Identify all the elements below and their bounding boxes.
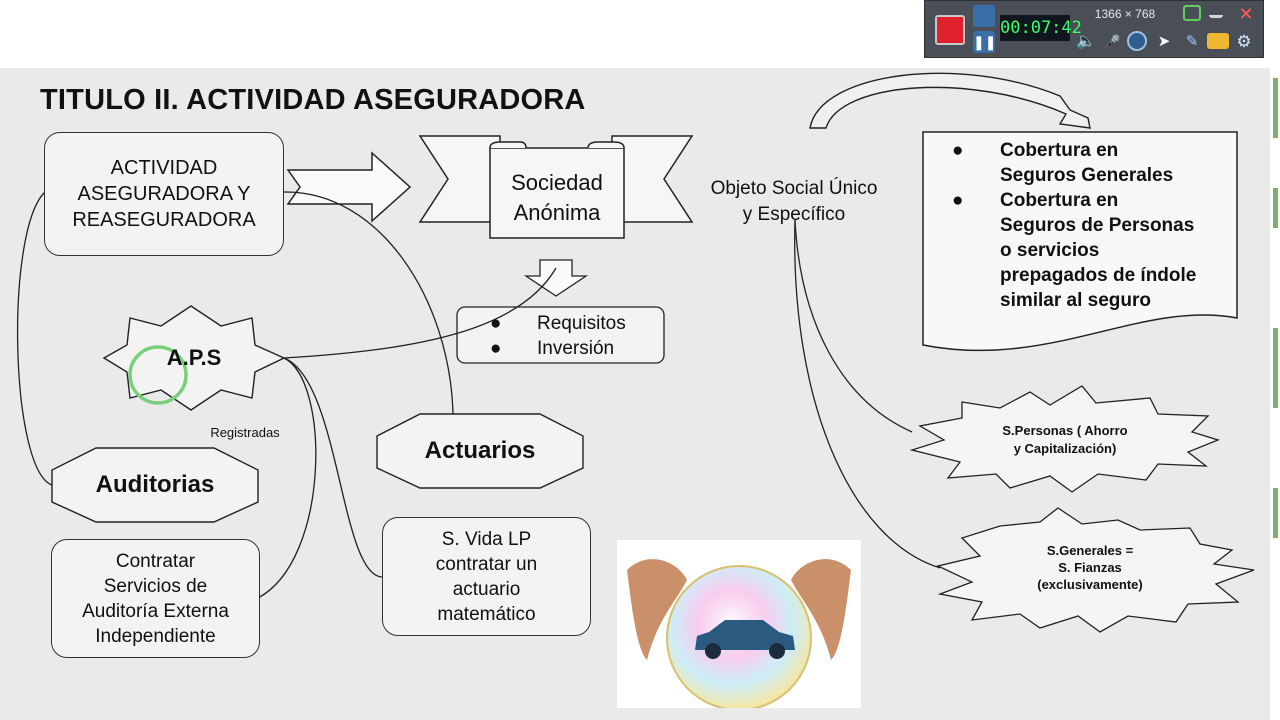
requisitos-box bbox=[456, 306, 665, 364]
spersonas-label: S.Personas ( Ahorro y Capitalización) bbox=[1002, 423, 1128, 456]
car-bubble-illustration bbox=[627, 559, 851, 708]
contratar-box: Contratar Servicios de Auditoría Externa… bbox=[51, 539, 260, 658]
arrow-down-to-requisitos bbox=[523, 259, 589, 297]
resolution-label: 1366 × 768 bbox=[1094, 7, 1156, 21]
requisitos-item: ●Inversión bbox=[490, 338, 615, 359]
requisitos-list: ●Requisitos ●Inversión bbox=[490, 311, 626, 361]
webcam-icon[interactable] bbox=[1127, 31, 1147, 51]
aps-label: A.P.S bbox=[166, 345, 222, 370]
actuarios-label: Actuarios bbox=[424, 437, 536, 464]
arrow-actividad-to-sociedad bbox=[286, 151, 412, 223]
insurance-bubble-image bbox=[617, 540, 861, 708]
curved-arrow-to-cobertura bbox=[809, 72, 1091, 129]
auditorias-shape bbox=[51, 447, 259, 523]
record-stop-icon[interactable] bbox=[935, 15, 965, 45]
cobertura-box-shape bbox=[922, 131, 1238, 352]
cobertura-list: ●Cobertura en Seguros Generales ●Cobertu… bbox=[952, 138, 1196, 313]
folder-icon[interactable] bbox=[1207, 33, 1229, 49]
svida-box: S. Vida LP contratar un actuario matemát… bbox=[382, 517, 591, 636]
cursor-icon[interactable]: ➤ bbox=[1157, 33, 1171, 50]
actividad-text: ACTIVIDAD ASEGURADORA Y REASEGURADORA bbox=[72, 157, 256, 231]
recorder-toolbar: ❚❚ 00:07:42 1366 × 768 ✕ 🔈 🎤 ➤ ✎ ⚙ bbox=[924, 0, 1264, 58]
close-icon[interactable]: ✕ bbox=[1238, 4, 1254, 24]
slide-title: TITULO II. ACTIVIDAD ASEGURADORA bbox=[40, 84, 586, 116]
camera-icon[interactable] bbox=[973, 5, 995, 27]
aps-star bbox=[102, 305, 286, 411]
auditorias-label: Auditorias bbox=[95, 471, 215, 498]
actividad-box: ACTIVIDAD ASEGURADORA Y REASEGURADORA bbox=[44, 132, 284, 256]
sgenerales-label: S.Generales = S. Fianzas (exclusivamente… bbox=[1037, 543, 1143, 592]
speaker-icon[interactable]: 🔈 bbox=[1076, 33, 1096, 50]
requisitos-item: ●Requisitos bbox=[490, 313, 626, 334]
contratar-text: Contratar Servicios de Auditoría Externa… bbox=[82, 550, 229, 647]
sociedad-banner bbox=[418, 135, 501, 223]
sgenerales-burst bbox=[936, 507, 1255, 633]
timer-display: 00:07:42 bbox=[1000, 15, 1082, 41]
objeto-social-text: Objeto Social Único y Específico bbox=[710, 178, 878, 225]
cobertura-item: ●Cobertura en Seguros de Personas o serv… bbox=[952, 190, 1197, 311]
cobertura-item: ●Cobertura en Seguros Generales bbox=[952, 140, 1174, 186]
actuarios-shape bbox=[376, 413, 584, 489]
svida-text: S. Vida LP contratar un actuario matemát… bbox=[435, 528, 538, 625]
registradas-label: Registradas bbox=[210, 425, 280, 440]
green-highlight-circle bbox=[128, 345, 188, 405]
pause-icon[interactable]: ❚❚ bbox=[973, 31, 996, 53]
minimize-icon[interactable] bbox=[1209, 9, 1223, 18]
spersonas-burst bbox=[909, 385, 1220, 493]
microphone-icon[interactable]: 🎤 bbox=[1103, 34, 1121, 50]
pen-icon[interactable]: ✎ bbox=[1185, 33, 1199, 50]
settings-gear-icon[interactable]: ⚙ bbox=[1236, 32, 1252, 51]
window-restore-icon[interactable] bbox=[1183, 5, 1201, 21]
side-scroll-strip[interactable] bbox=[1270, 68, 1280, 720]
sociedad-text: Sociedad Anónima bbox=[511, 170, 603, 225]
